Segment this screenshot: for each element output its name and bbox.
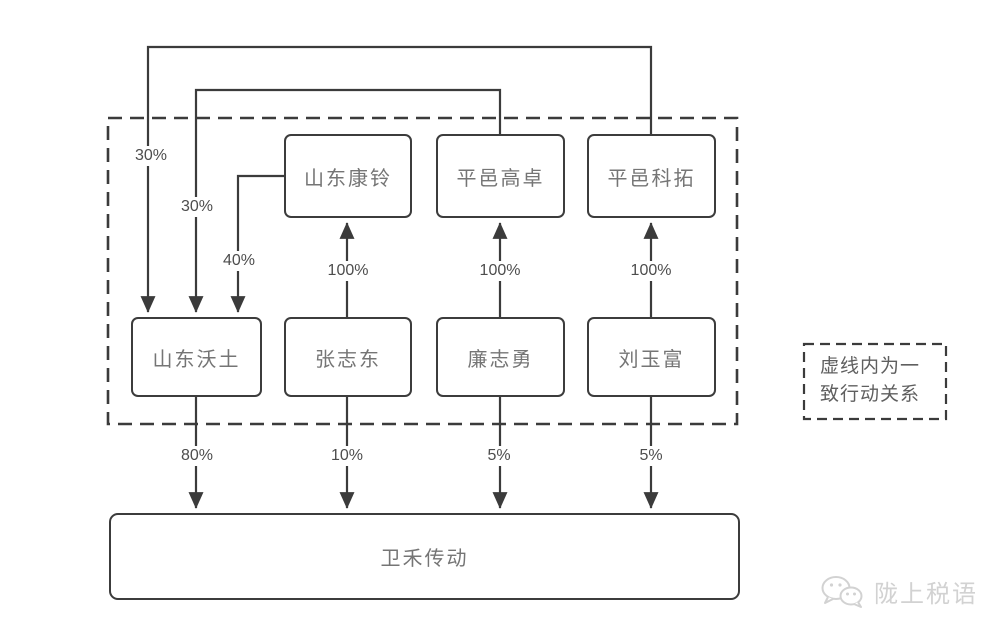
edge-kangling-to-wotu <box>230 174 284 313</box>
concerted-action-dashed-border <box>106 116 739 426</box>
edge-label-100pct-lianzhiyong: 100% <box>475 261 525 281</box>
note-text: 虚线内为一致行动关系 <box>820 356 921 405</box>
note-dashed-border <box>802 342 948 421</box>
edge-label-5pct-lianzhiyong: 5% <box>483 446 515 466</box>
node-shandong-kangling: 山东康铃 <box>284 134 412 218</box>
node-weihe-chuandong: 卫禾传动 <box>109 513 740 600</box>
watermark: 陇上税语 <box>820 574 978 609</box>
edge-label-5pct-liuyufu: 5% <box>635 446 667 466</box>
edge-label-80pct-wotu: 80% <box>176 446 218 466</box>
node-shandong-wotu: 山东沃土 <box>131 317 262 397</box>
edge-label-10pct-zhangzhidong: 10% <box>326 446 368 466</box>
node-pingyi-ketuo: 平邑科拓 <box>587 134 716 218</box>
edge-label-30pct-ketuo: 30% <box>130 146 172 166</box>
node-pingyi-gaozhuo: 平邑高卓 <box>436 134 565 218</box>
edge-label-100pct-zhangzhidong: 100% <box>323 261 373 281</box>
edge-label-30pct-gaozhuo: 30% <box>176 197 218 217</box>
node-zhang-zhidong: 张志东 <box>284 317 412 397</box>
edge-label-40pct-kangling: 40% <box>218 251 260 271</box>
edge-label-100pct-liuyufu: 100% <box>626 261 676 281</box>
node-liu-yufu: 刘玉富 <box>587 317 716 397</box>
watermark-text: 陇上税语 <box>874 581 978 608</box>
edge-ketuo-to-wotu <box>140 45 653 313</box>
wechat-icon <box>821 575 863 608</box>
node-lian-zhiyong: 廉志勇 <box>436 317 565 397</box>
